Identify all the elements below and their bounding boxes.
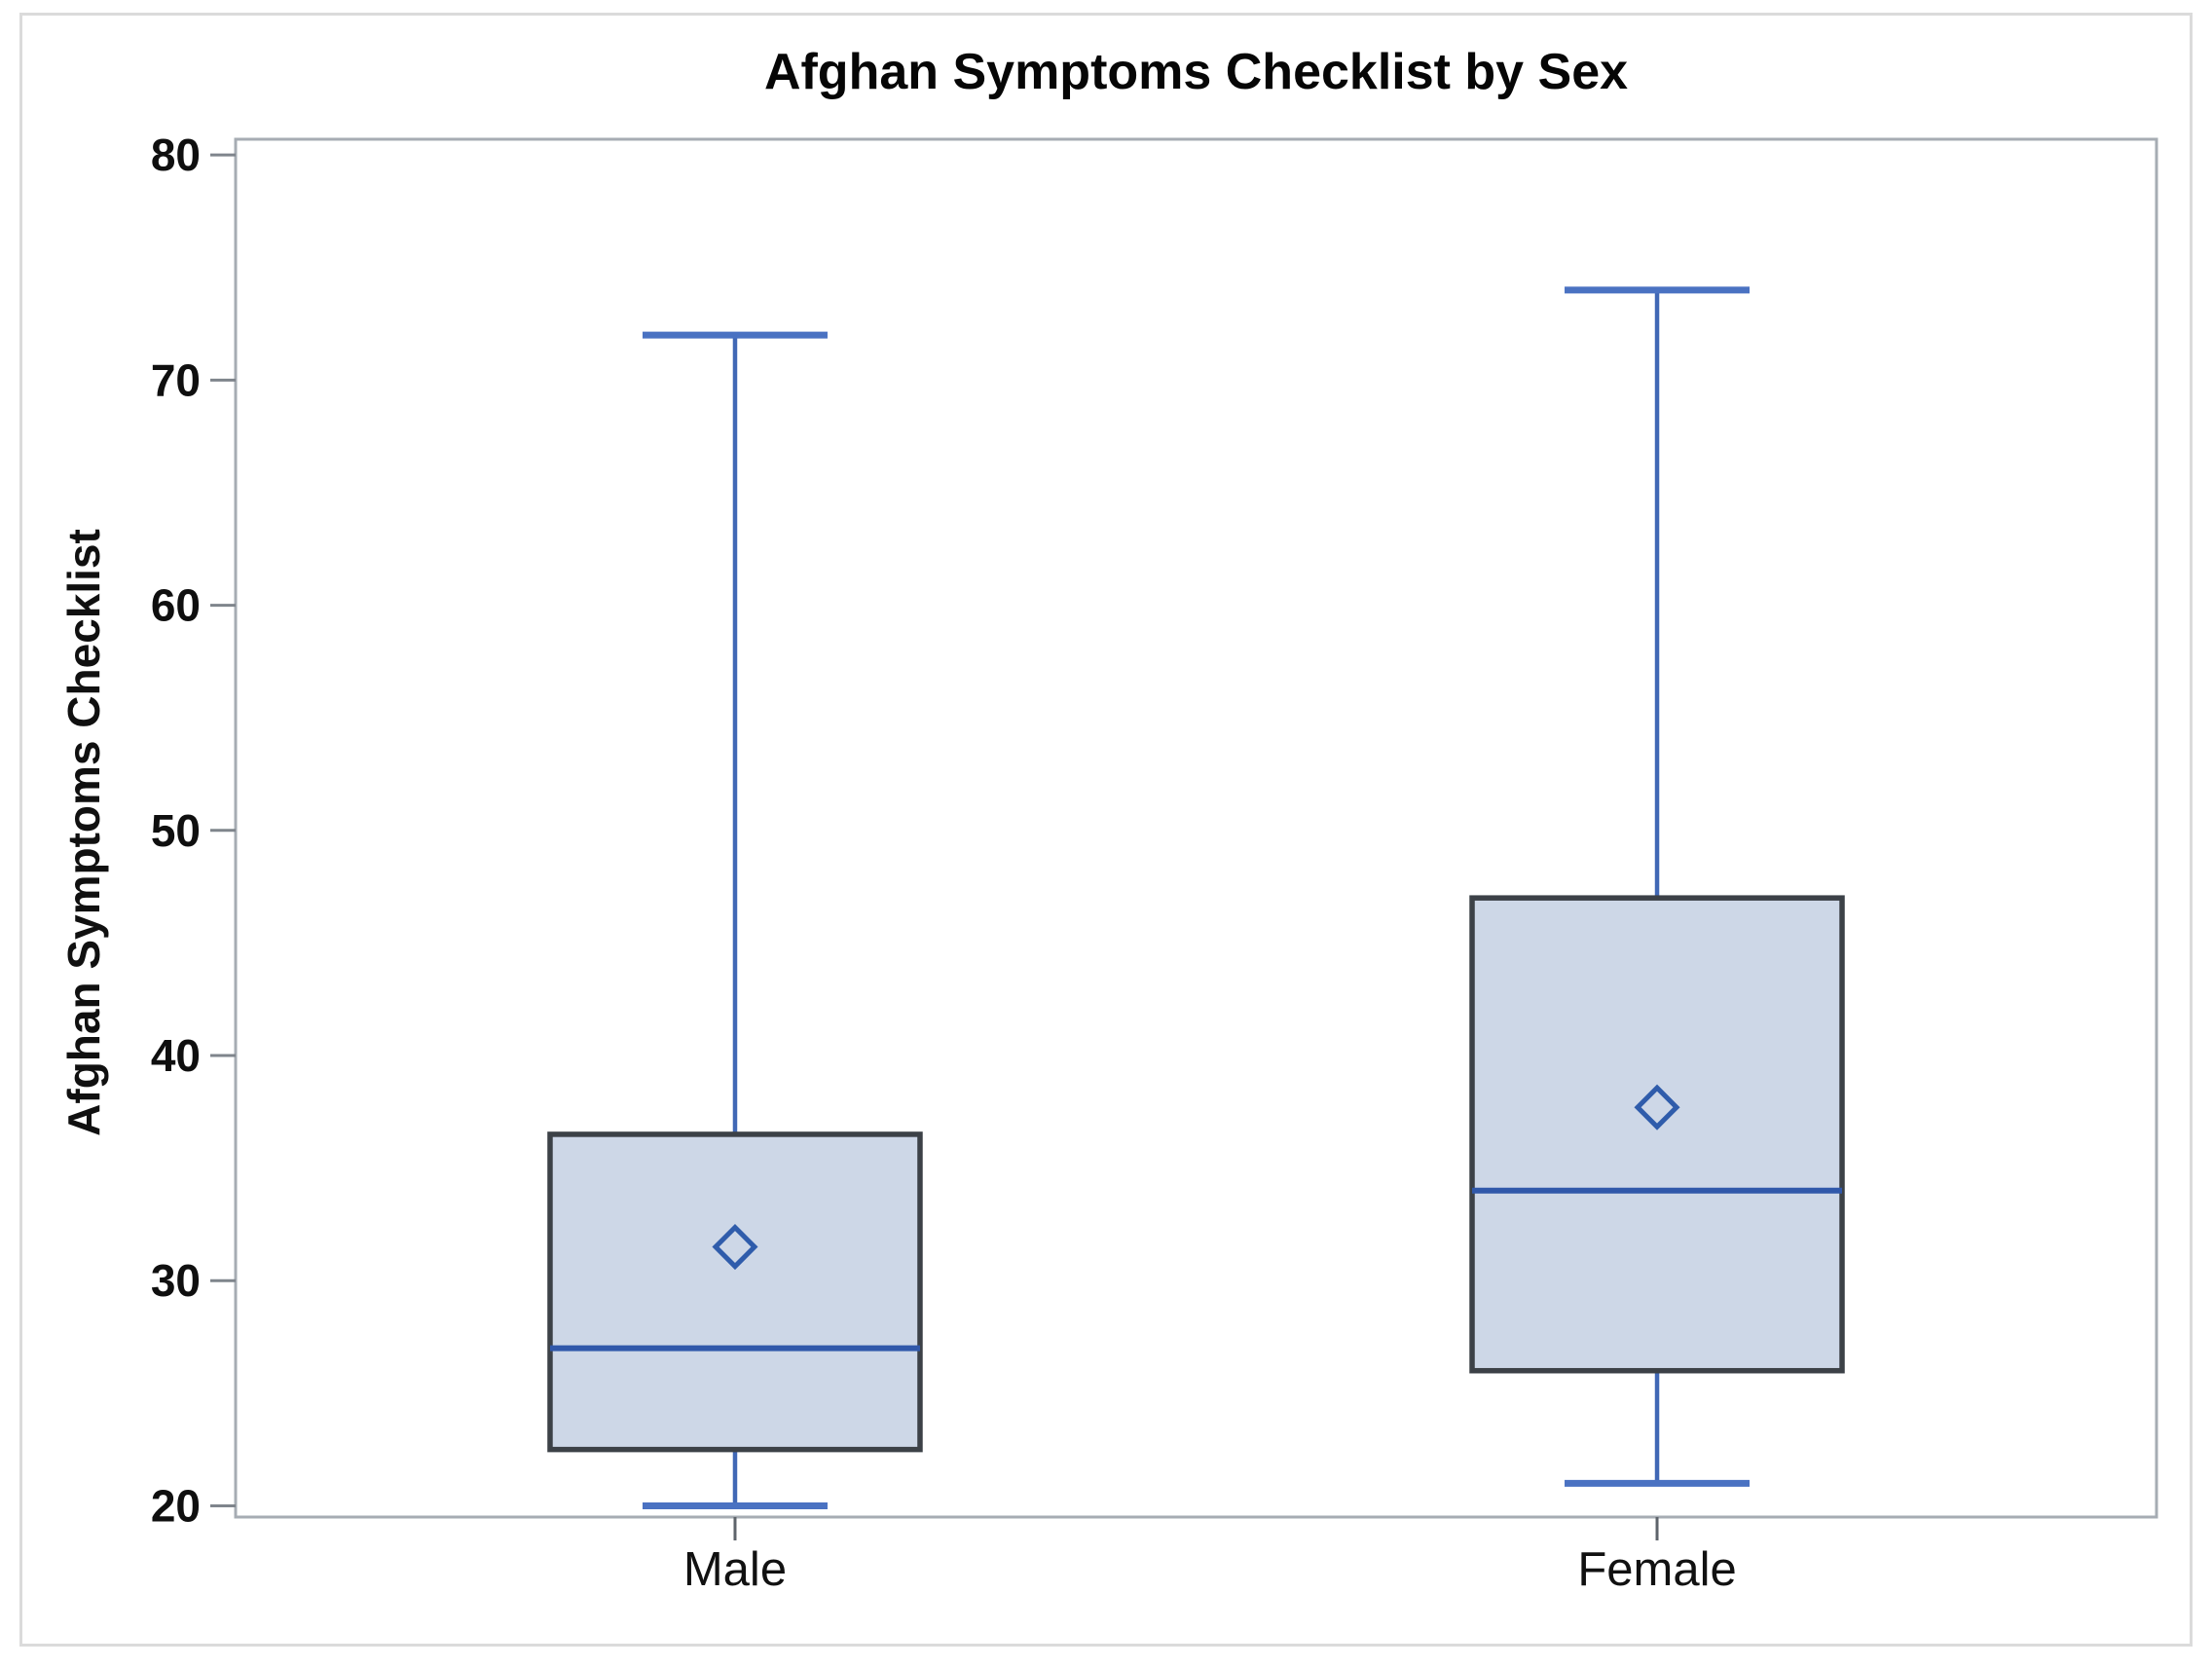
box-male (547, 1131, 923, 1453)
y-tick-label-60: 60 (151, 580, 201, 631)
y-tick-label-20: 20 (151, 1480, 201, 1531)
mean-marker-female (1634, 1084, 1680, 1130)
y-tick-label-70: 70 (151, 354, 201, 405)
plot-border (234, 137, 2158, 1519)
x-tick-label-female: Female (1577, 1543, 1736, 1596)
y-tick-label-40: 40 (151, 1030, 201, 1081)
mean-marker-male (712, 1224, 758, 1271)
box-female (1469, 895, 1845, 1374)
chart-title: Afghan Symptoms Checklist by Sex (763, 44, 1629, 100)
y-tick-label-30: 30 (151, 1255, 201, 1306)
y-tick-label-80: 80 (151, 130, 201, 180)
x-tick-label-male: Male (683, 1543, 787, 1596)
y-tick-label-50: 50 (151, 805, 201, 856)
figure-frame (19, 13, 2193, 1647)
